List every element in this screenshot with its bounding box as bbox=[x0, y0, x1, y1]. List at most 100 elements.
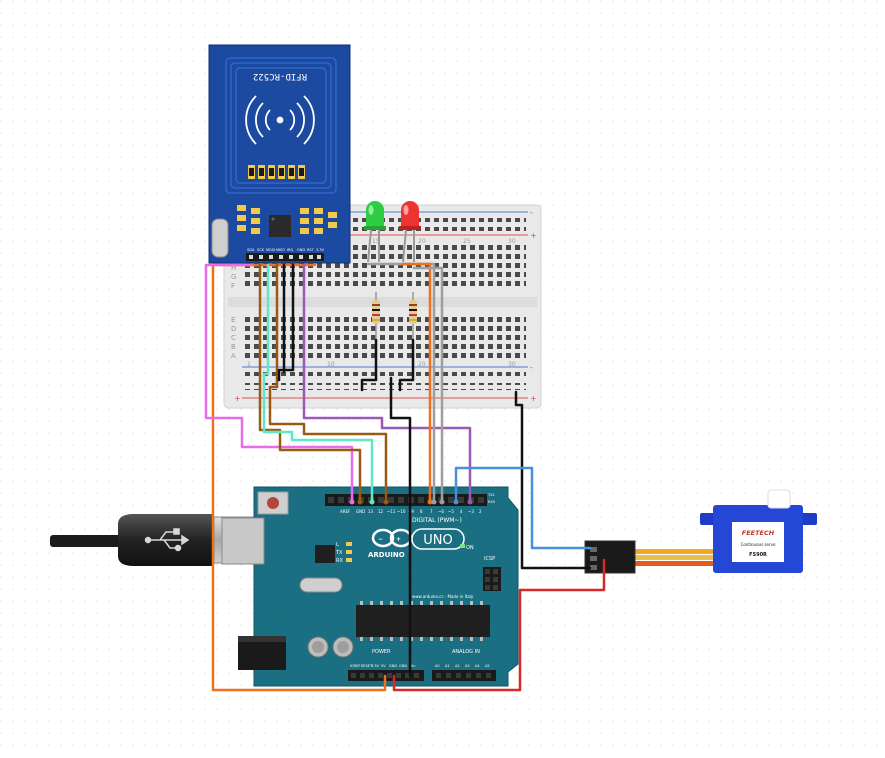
pin-reset-label: RESET bbox=[361, 664, 373, 668]
pin-a5-label: A5 bbox=[485, 664, 490, 668]
wire-endpoints bbox=[349, 499, 473, 505]
pin-rx0-label: RX0 bbox=[488, 500, 495, 504]
rfid-label: RFID-RC522 bbox=[253, 71, 307, 81]
pin-7-label: 7 bbox=[430, 509, 433, 514]
wire-grey-led-red-2[interactable] bbox=[412, 266, 444, 504]
pin-a1-label: A1 bbox=[445, 664, 450, 668]
row-letter-b: B bbox=[231, 343, 236, 351]
wire-black-ground-main[interactable] bbox=[389, 376, 412, 678]
green-led[interactable] bbox=[364, 201, 386, 263]
pin-tx1-label: TX1 bbox=[487, 493, 495, 497]
column-number-30-bottom: 30 bbox=[508, 361, 516, 368]
rfid-pin-sda: SDA bbox=[247, 248, 255, 252]
svg-text:+: + bbox=[530, 394, 537, 403]
capacitor-2 bbox=[332, 636, 354, 658]
row-letter-c: C bbox=[231, 334, 236, 342]
row-letter-h: H bbox=[231, 264, 236, 272]
rfid-pin-miso: MISO bbox=[276, 248, 285, 252]
servo-brand: FEETECH bbox=[742, 529, 775, 537]
rfid-pin-mosi: MOSI bbox=[266, 248, 275, 252]
wire-brown-sck[interactable] bbox=[258, 263, 362, 504]
column-number-20: 20 bbox=[418, 238, 426, 245]
rfid-pin-irq: IRQ bbox=[287, 248, 293, 252]
pin-5v-label: 5V bbox=[381, 664, 386, 668]
servo-model: FS90R bbox=[749, 552, 767, 558]
wire-black-servo-gnd[interactable] bbox=[514, 390, 592, 570]
servo-motor[interactable]: FEETECH Continuous servo FS90R bbox=[584, 489, 817, 574]
l-label: L bbox=[336, 542, 339, 548]
tx-label: TX bbox=[335, 550, 343, 556]
wire-black-rfid-gnd[interactable] bbox=[277, 263, 295, 382]
rfid-pin-rst: RST bbox=[307, 248, 315, 252]
row-letter-e: E bbox=[231, 316, 235, 324]
pin-gnd1-label: GND bbox=[389, 664, 397, 668]
wire-black-res1-gnd[interactable] bbox=[360, 338, 378, 392]
usb-icon bbox=[144, 528, 190, 552]
power-label: POWER bbox=[372, 649, 391, 655]
row-letter-d: D bbox=[231, 325, 236, 333]
pin-8-label: 8 bbox=[420, 509, 423, 514]
column-number-15: 15 bbox=[372, 238, 380, 245]
rfid-rc522-module[interactable]: RFID-RC522 bbox=[208, 44, 351, 264]
wire-cyan-mosi[interactable] bbox=[262, 263, 374, 504]
analog-label: ANALOG IN bbox=[452, 649, 480, 655]
arduino-uno-board[interactable]: AREF GND 13 12 ~11 ~10 ~9 8 7 ~6 ~5 4 ~3… bbox=[221, 486, 519, 687]
arduino-aref-label: AREF bbox=[340, 509, 351, 514]
wire-orange-led-red[interactable] bbox=[401, 262, 432, 504]
svg-text:+: + bbox=[396, 536, 401, 543]
resistor-2[interactable] bbox=[409, 292, 417, 340]
column-number-10-bottom: 10 bbox=[327, 361, 335, 368]
column-number-1-bottom: 1 bbox=[247, 361, 251, 368]
icsp-label: ICSP bbox=[484, 556, 495, 562]
wire-black-res2-gnd[interactable] bbox=[398, 338, 415, 392]
row-letter-g: G bbox=[231, 273, 236, 281]
pin-ioref-label: IOREF bbox=[350, 664, 360, 668]
pin-gnd2-label: GND bbox=[399, 664, 407, 668]
rfid-pin-gnd: GND bbox=[297, 248, 305, 252]
resistor-1[interactable] bbox=[372, 292, 380, 340]
pin-12-label: 12 bbox=[378, 509, 384, 514]
arduino-brand: ARDUINO bbox=[368, 551, 405, 559]
pin-10-label: ~10 bbox=[397, 509, 406, 514]
wire-grey-led-green[interactable] bbox=[366, 262, 436, 504]
rfid-waves-icon bbox=[245, 95, 315, 145]
rx-label: RX bbox=[336, 558, 343, 564]
rfid-pin-sck: SCK bbox=[257, 248, 265, 252]
svg-text:-: - bbox=[530, 208, 533, 217]
pin-a3-label: A3 bbox=[465, 664, 470, 668]
wire-brown-miso[interactable] bbox=[268, 263, 388, 504]
pin-3v3-label: 3.3V bbox=[371, 664, 380, 668]
reset-button[interactable] bbox=[257, 491, 289, 515]
row-letter-a: A bbox=[231, 352, 236, 360]
column-number-25: 25 bbox=[463, 238, 471, 245]
column-number-30: 30 bbox=[508, 238, 516, 245]
wire-blue-servo-signal[interactable] bbox=[454, 466, 592, 550]
digital-header-label: DIGITAL (PWM~) bbox=[412, 517, 462, 524]
wire-purple-rst[interactable] bbox=[302, 263, 472, 504]
pin-2-label: 2 bbox=[479, 509, 482, 514]
svg-text:-: - bbox=[530, 363, 533, 372]
capacitor-1 bbox=[307, 636, 329, 658]
red-led[interactable] bbox=[399, 201, 421, 263]
svg-text:−: − bbox=[378, 536, 383, 543]
pin-3-label: ~3 bbox=[468, 509, 474, 514]
svg-text:+: + bbox=[530, 231, 537, 240]
rfid-pin-3v3: 3.3V bbox=[316, 248, 325, 252]
pin-6-label: ~6 bbox=[438, 509, 444, 514]
arduino-gnd-label: GND bbox=[356, 509, 365, 514]
pin-13-label: 13 bbox=[368, 509, 374, 514]
pin-4-label: 4 bbox=[460, 509, 463, 514]
servo-subtitle: Continuous servo bbox=[741, 542, 776, 547]
atmega-chip bbox=[356, 605, 490, 637]
pin-a4-label: A4 bbox=[475, 664, 480, 668]
row-letter-f: F bbox=[231, 282, 235, 290]
pin-a2-label: A2 bbox=[455, 664, 460, 668]
column-number-20-bottom: 20 bbox=[418, 361, 426, 368]
arduino-model: UNO bbox=[423, 533, 452, 548]
wire-red-servo-5v[interactable] bbox=[392, 558, 606, 692]
on-label: ON bbox=[466, 545, 474, 551]
svg-text:+: + bbox=[234, 394, 241, 403]
wire-pink-sda[interactable] bbox=[204, 263, 354, 504]
